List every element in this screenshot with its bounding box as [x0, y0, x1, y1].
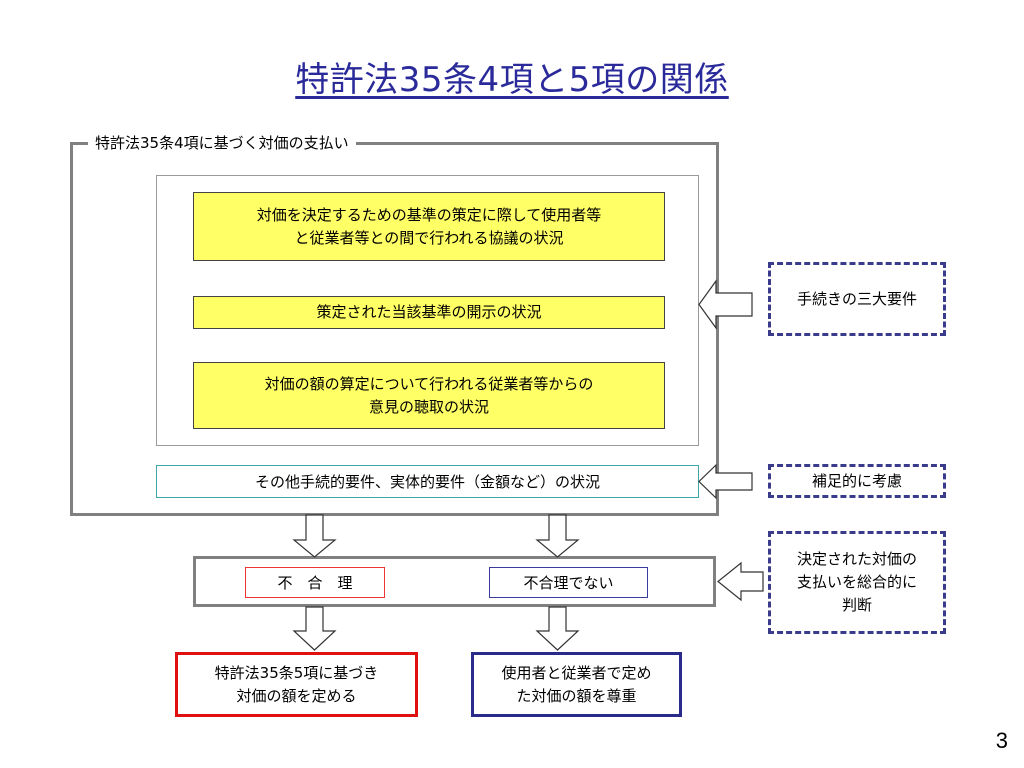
- page-title: 特許法35条4項と5項の関係: [295, 60, 729, 100]
- article4-frame-label: 特許法35条4項に基づく対価の支払い: [88, 132, 356, 154]
- article5-outcome-line1: 特許法35条5項に基づき: [214, 663, 379, 682]
- unreasonable-label: 不 合 理: [245, 567, 385, 598]
- three-requirements-note: 手続きの三大要件: [768, 262, 946, 336]
- page-number: 3: [995, 728, 1008, 753]
- requirement-box-disclosure: 策定された当該基準の開示の状況: [193, 296, 665, 329]
- down-arrow-icon: [292, 606, 337, 651]
- left-arrow-icon: [698, 279, 753, 330]
- requirement-consultation-line1: 対価を決定するための基準の策定に際して使用者等: [256, 205, 602, 224]
- judgment-note-line1: 決定された対価の: [796, 550, 917, 568]
- left-arrow-icon: [717, 561, 764, 602]
- requirement-hearing-line2: 意見の聴取の状況: [368, 397, 489, 416]
- requirement-disclosure-text: 策定された当該基準の開示の状況: [316, 303, 542, 321]
- not-unreasonable-label: 不合理でない: [489, 567, 648, 598]
- judgment-note-line2: 支払いを総合的に: [796, 573, 917, 591]
- respect-outcome-line2: た対価の額を尊重: [516, 686, 637, 705]
- respect-outcome-line1: 使用者と従業者で定め: [501, 663, 652, 682]
- requirement-box-hearing: 対価の額の算定について行われる従業者等からの 意見の聴取の状況: [193, 362, 665, 429]
- requirement-box-consultation: 対価を決定するための基準の策定に際して使用者等 と従業者等との間で行われる協議の…: [193, 192, 665, 261]
- article4-frame: [70, 142, 719, 516]
- other-requirements-box: その他手続的要件、実体的要件（金額など）の状況: [156, 465, 699, 498]
- article5-outcome-box: 特許法35条5項に基づき 対価の額を定める: [175, 652, 418, 717]
- supplementary-note: 補足的に考慮: [768, 464, 946, 498]
- respect-outcome-box: 使用者と従業者で定め た対価の額を尊重: [471, 652, 682, 717]
- requirement-consultation-line2: と従業者等との間で行われる協議の状況: [294, 228, 564, 247]
- down-arrow-icon: [535, 606, 580, 651]
- judgment-frame: [193, 556, 716, 607]
- judgment-note: 決定された対価の 支払いを総合的に 判断: [768, 531, 946, 634]
- down-arrow-icon: [535, 514, 580, 558]
- judgment-note-line3: 判断: [841, 596, 872, 614]
- requirement-hearing-line1: 対価の額の算定について行われる従業者等からの: [264, 374, 594, 393]
- three-requirements-frame: [156, 175, 699, 446]
- article5-outcome-line2: 対価の額を定める: [236, 686, 357, 705]
- left-arrow-icon: [698, 463, 753, 500]
- down-arrow-icon: [292, 514, 337, 558]
